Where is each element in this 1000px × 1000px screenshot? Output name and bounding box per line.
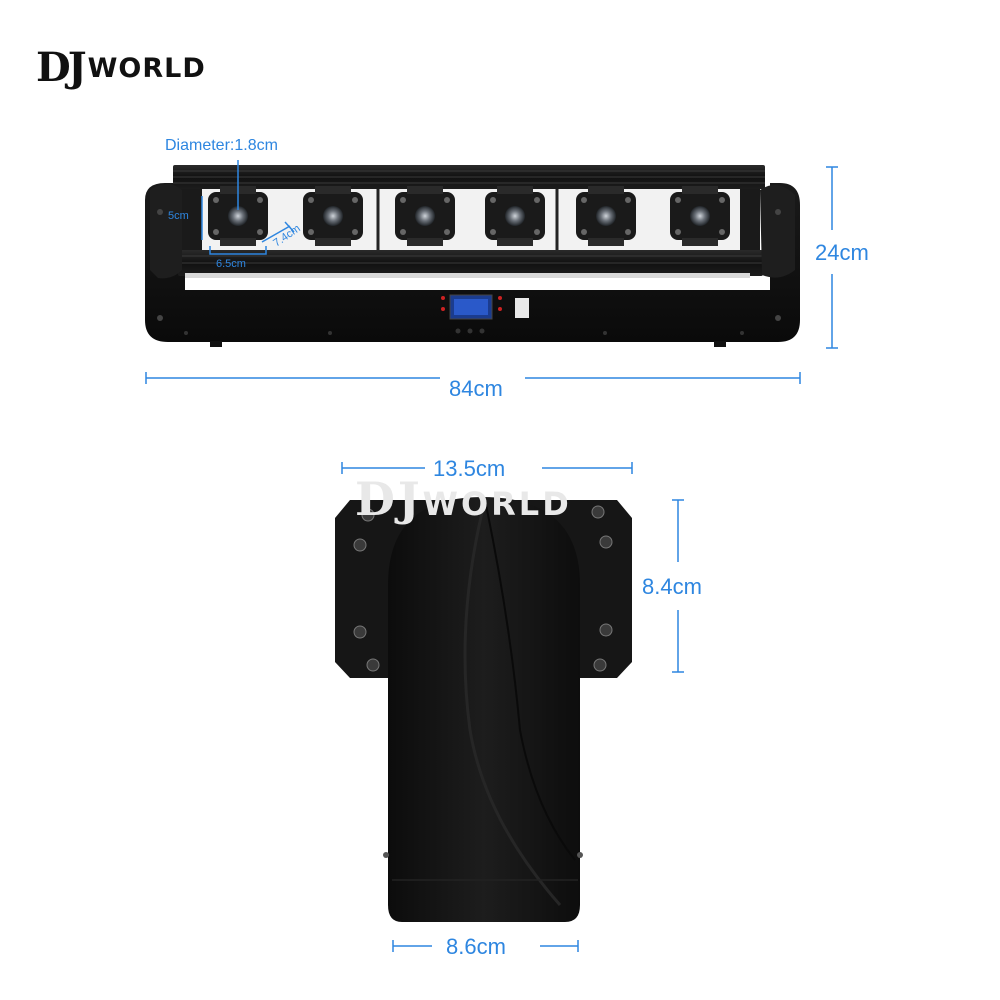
bar-dimension-lines [145, 166, 838, 384]
dimension-side-height-label: 8.4cm [642, 574, 702, 599]
moving-head [576, 186, 636, 246]
dimension-head-height-label: 5cm [168, 210, 189, 222]
watermark-word: WORLD [422, 485, 572, 523]
brand-logo-word: WORLD [87, 52, 206, 84]
moving-head [670, 186, 730, 246]
side-view-fixture [335, 497, 632, 922]
brand-logo-mark: DJ [36, 44, 87, 91]
moving-head [395, 186, 455, 246]
watermark-mark: DJ [355, 472, 423, 526]
moving-head [303, 186, 363, 246]
moving-bar-fixture [145, 165, 800, 347]
head-dimension-lines [201, 160, 295, 255]
side-dimension-lines [341, 462, 684, 952]
moving-head [485, 186, 545, 246]
dimension-side-width-label: 13.5cm [433, 456, 506, 481]
dimension-diameter-label: Diameter:1.8cm [165, 137, 278, 154]
dimension-side-bottom-width-label: 8.6cm [446, 934, 506, 959]
dimension-total-height-label: 24cm [815, 240, 869, 265]
watermark: DJWORLD [355, 472, 572, 526]
dimension-head-width-label: 6.5cm [216, 258, 246, 270]
dimension-total-length-label: 84cm [449, 376, 503, 401]
brand-logo: DJ WORLD [36, 48, 206, 88]
